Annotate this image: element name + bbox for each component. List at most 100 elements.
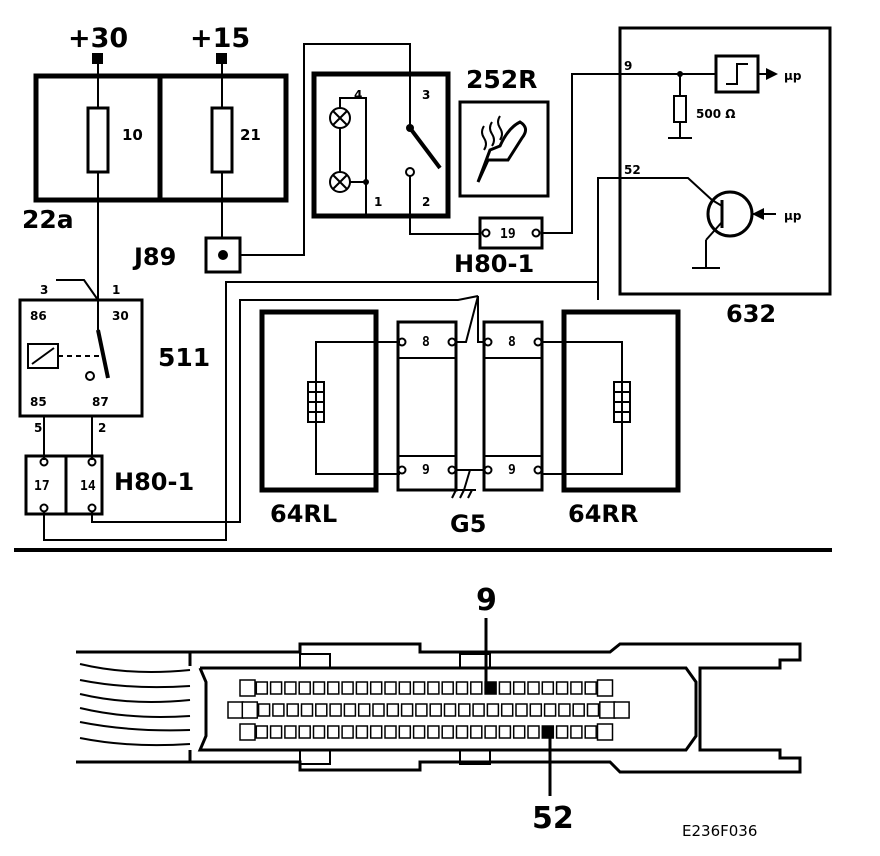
connector-j89: J89 — [132, 236, 242, 274]
relay-pin-5: 5 — [34, 421, 42, 435]
resistor-label: 500 Ω — [696, 107, 735, 121]
connector-pin — [512, 725, 526, 739]
connector-pin — [543, 703, 557, 717]
heater-connector-left: 8 9 — [396, 320, 458, 492]
ecu-pin-52: 52 — [624, 163, 641, 177]
connector-pin — [458, 703, 471, 717]
relay-pin-86: 86 — [30, 309, 47, 323]
relay-pin-85: 85 — [30, 395, 47, 409]
connector-pin — [284, 725, 297, 739]
connector-pin — [429, 703, 442, 717]
connector-pin — [284, 681, 297, 695]
heater-64rr: 64RR — [542, 309, 681, 528]
ground-g5-label: G5 — [450, 510, 486, 538]
h80-left-pin-17: 17 — [34, 479, 50, 494]
connector-pin — [400, 703, 414, 717]
connector-pin — [455, 725, 469, 739]
connector-j89-label: J89 — [132, 243, 176, 271]
heater-conn-left-pin-9: 9 — [422, 463, 430, 478]
ecu-up-bottom: μp — [784, 209, 802, 223]
connector-pin — [343, 703, 357, 717]
relay-511-label: 511 — [158, 343, 210, 372]
connector-pin — [596, 723, 614, 741]
connector-pin — [286, 703, 299, 717]
ecu-632-label: 632 — [726, 300, 776, 328]
ecu-connector-view: 9 52 — [76, 583, 802, 836]
connector-pin — [486, 703, 500, 717]
connector-pin — [327, 725, 340, 739]
connector-pin — [241, 701, 259, 719]
connector-pin — [298, 725, 311, 739]
heater-conn-left-pin-8: 8 — [422, 335, 430, 350]
connector-pin — [484, 725, 497, 739]
connector-pin — [384, 681, 397, 695]
switch-pin-2: 2 — [422, 195, 430, 209]
connector-pin-highlighted — [541, 725, 555, 739]
h80-top-pin-19: 19 — [500, 227, 516, 242]
connector-pin — [570, 725, 583, 739]
relay-pin-87: 87 — [92, 395, 109, 409]
connector-pin — [470, 725, 483, 739]
connector-pin — [500, 703, 514, 717]
connector-pin — [269, 725, 283, 739]
relay-pin-30: 30 — [112, 309, 129, 323]
connector-pin — [372, 703, 385, 717]
relay-pin-2: 2 — [98, 421, 106, 435]
switch-pin-3: 3 — [422, 88, 430, 102]
connector-pin — [227, 701, 244, 719]
connector-pin — [570, 681, 583, 695]
heater-64rl: 64RL — [259, 309, 400, 528]
connector-pin — [412, 681, 426, 695]
fusebox-22a: 10 21 22a — [22, 73, 289, 234]
connector-pin — [386, 703, 400, 717]
connector-pin — [398, 725, 412, 739]
connector-pin — [327, 681, 340, 695]
heater-64rl-label: 64RL — [270, 500, 337, 528]
switch-pin-1: 1 — [374, 195, 382, 209]
supply-plus30-label: +30 — [68, 23, 128, 54]
ground-g5: G5 — [450, 469, 486, 538]
connector-pin — [341, 681, 354, 695]
heater-connector-right: 8 9 — [482, 320, 544, 492]
fusebox-label: 22a — [22, 205, 74, 234]
heater-conn-right-pin-8: 8 — [508, 335, 516, 350]
connector-pin — [443, 703, 457, 717]
lamp-icon — [329, 171, 351, 193]
supply-plus15-label: +15 — [190, 23, 250, 54]
connector-pin — [555, 681, 569, 695]
fuse-21-icon — [210, 106, 234, 174]
connector-pin — [512, 681, 526, 695]
switch-252r: 4 3 1 2 — [311, 70, 451, 219]
fuse-21-label: 21 — [240, 126, 261, 144]
supply-plus30: +30 — [68, 23, 128, 108]
connector-pin — [470, 681, 483, 695]
connector-pin — [541, 681, 555, 695]
ecu-pin-9: 9 — [624, 59, 632, 73]
connector-pin — [586, 703, 600, 717]
connector-pin — [412, 725, 426, 739]
connector-pin — [455, 681, 469, 695]
figure-code: E236F036 — [682, 822, 757, 840]
connector-pin — [527, 681, 540, 695]
switch-pin-4: 4 — [354, 88, 362, 102]
fuse-10-label: 10 — [122, 126, 143, 144]
connector-pin — [255, 725, 269, 739]
connector-pin — [355, 681, 369, 695]
resistor-icon — [673, 95, 687, 123]
h80-top-label: H80-1 — [454, 250, 534, 278]
connector-pin — [515, 703, 528, 717]
heater-conn-right-pin-9: 9 — [508, 463, 516, 478]
connector-pin — [257, 703, 271, 717]
connector-pin — [427, 681, 440, 695]
ecu-632: 632 9 52 500 Ω μp μp — [597, 26, 832, 328]
connector-callout-9: 9 — [476, 583, 497, 618]
connector-pin — [300, 703, 314, 717]
connector-pin — [427, 725, 440, 739]
heating-element-icon — [307, 381, 325, 423]
fuse-10-icon — [86, 106, 110, 174]
connector-pin — [369, 725, 383, 739]
relay-pin-3: 3 — [40, 283, 48, 297]
h80-left-label: H80-1 — [114, 468, 194, 496]
heating-element-icon — [613, 381, 631, 423]
